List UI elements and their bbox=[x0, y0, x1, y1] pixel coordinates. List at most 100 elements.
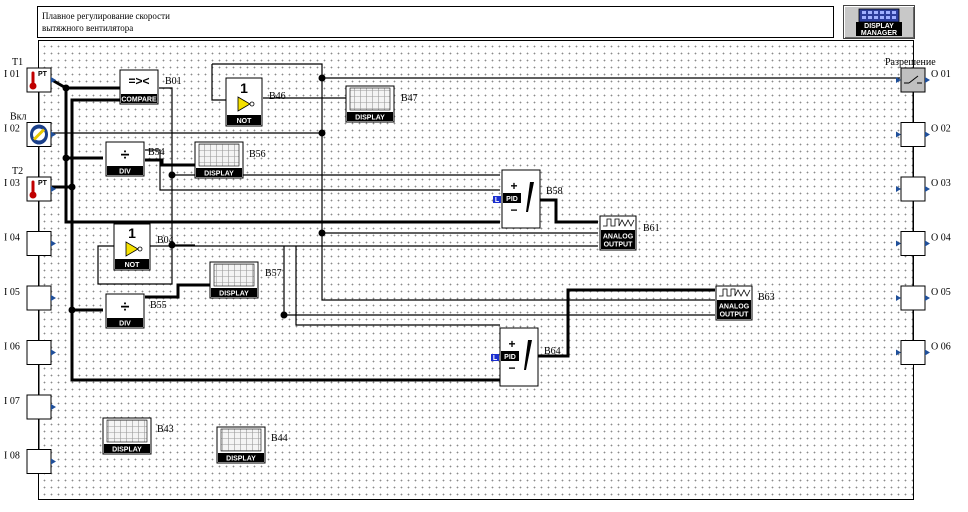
block-b47-label: B47 bbox=[401, 93, 418, 104]
output-terminal-5[interactable]: O 05 bbox=[896, 285, 951, 341]
output-id: O 03 bbox=[931, 178, 951, 189]
wire-b01-b04 bbox=[171, 175, 195, 246]
block-b63-analog-output[interactable]: ANALOG OUTPUT B63 bbox=[715, 285, 775, 321]
connector-arrow-icon bbox=[896, 295, 901, 301]
input-id: I 06 bbox=[4, 342, 20, 353]
wire-i01-b58 bbox=[64, 158, 500, 224]
pid-minus: − bbox=[510, 203, 517, 217]
input-terminal-8[interactable]: I 08 bbox=[4, 449, 56, 474]
connector-arrow-icon bbox=[51, 458, 56, 465]
output-terminal-2[interactable]: O 02 bbox=[896, 122, 951, 178]
block-b43-display[interactable]: DISPLAY B43 bbox=[102, 417, 174, 455]
key-switch-icon bbox=[30, 124, 48, 145]
diagram-title-line-2: вытяжного вентилятора bbox=[42, 23, 134, 33]
input-id: I 07 bbox=[4, 396, 20, 407]
block-b64-tag: L bbox=[493, 355, 498, 362]
output-id: O 05 bbox=[931, 287, 951, 298]
thermometer-icon bbox=[29, 180, 37, 199]
block-b01-text: COMPARE bbox=[121, 97, 157, 104]
block-b46-text: NOT bbox=[237, 118, 253, 125]
block-b04-text: NOT bbox=[125, 262, 141, 269]
block-b57-text: DISPLAY bbox=[219, 291, 249, 298]
connector-arrow-icon bbox=[51, 77, 56, 83]
block-b64-label: B64 bbox=[544, 346, 561, 357]
display-grid-icon bbox=[198, 143, 240, 167]
block-b64-pid[interactable]: + − PID L B64 bbox=[491, 327, 561, 387]
block-b01-compare[interactable]: =>< COMPARE B01 bbox=[119, 69, 182, 105]
block-b54-label: B54 bbox=[148, 147, 165, 158]
block-b58-tag: L bbox=[495, 197, 500, 204]
block-b54-div[interactable]: ÷ DIV B54 bbox=[105, 141, 165, 177]
input-id: I 05 bbox=[4, 287, 20, 298]
pid-plus: + bbox=[510, 179, 517, 193]
connector-arrow-icon bbox=[925, 131, 930, 138]
wire-b01-out bbox=[159, 87, 173, 175]
pt-badge: PT bbox=[38, 71, 48, 78]
block-b46-label: B46 bbox=[269, 91, 286, 102]
input-name: Вкл bbox=[10, 112, 27, 123]
connector-arrow-icon bbox=[51, 295, 56, 301]
compare-symbol: =>< bbox=[128, 74, 149, 88]
block-b57-display[interactable]: DISPLAY B57 bbox=[209, 261, 282, 299]
connector-arrow-icon bbox=[51, 240, 56, 247]
wire-i03-b64 bbox=[70, 310, 500, 382]
block-b55-div[interactable]: ÷ DIV B55 bbox=[105, 293, 167, 329]
block-b58-pid[interactable]: + − PID L B58 bbox=[493, 169, 563, 229]
connector-arrow-icon bbox=[896, 240, 901, 247]
block-b55-label: B55 bbox=[150, 300, 167, 311]
display-manager-icon: DISPLAY MANAGER bbox=[856, 8, 902, 37]
input-id: I 01 bbox=[4, 69, 20, 80]
wire-b54-b58 bbox=[145, 149, 500, 191]
input-terminal-7[interactable]: I 07 bbox=[4, 394, 56, 450]
diagram-title-line-1: Плавное регулирование скорости bbox=[42, 11, 170, 21]
display-manager-button[interactable]: DISPLAY MANAGER bbox=[843, 5, 915, 39]
block-b55-text: DIV bbox=[119, 321, 131, 328]
connector-arrow-icon bbox=[51, 404, 56, 410]
wire-i01-b01 bbox=[51, 78, 120, 90]
block-b44-text: DISPLAY bbox=[226, 456, 256, 463]
input-id: I 02 bbox=[4, 124, 20, 135]
display-grid-icon bbox=[220, 428, 262, 452]
output-terminal-3[interactable]: O 03 bbox=[896, 176, 951, 232]
input-terminal-4[interactable]: I 04 bbox=[4, 231, 56, 287]
diagram-canvas[interactable] bbox=[38, 40, 914, 500]
block-b44-display[interactable]: DISPLAY B44 bbox=[216, 426, 288, 464]
not-symbol: 1 bbox=[240, 80, 248, 96]
output-name: Разрешение bbox=[885, 57, 936, 68]
pt-badge: PT bbox=[38, 180, 48, 187]
connector-arrow-icon bbox=[896, 186, 901, 192]
pid-icon bbox=[526, 182, 534, 212]
connector-arrow-icon bbox=[925, 77, 930, 83]
block-b58-text: PID bbox=[506, 196, 518, 203]
thermometer-icon bbox=[29, 71, 37, 90]
connector-arrow-icon bbox=[896, 77, 901, 83]
connector-arrow-icon bbox=[925, 349, 930, 356]
input-terminal-5[interactable]: I 05 bbox=[4, 285, 56, 341]
pid-plus: + bbox=[508, 337, 515, 351]
pid-icon bbox=[524, 340, 532, 370]
block-b47-display[interactable]: DISPLAY B47 bbox=[345, 85, 418, 123]
connector-arrow-icon bbox=[51, 131, 56, 138]
wire-junctions bbox=[62, 74, 326, 319]
display-grid-icon bbox=[349, 87, 391, 111]
connector-arrow-icon bbox=[896, 349, 901, 356]
block-b43-label: B43 bbox=[157, 424, 174, 435]
input-terminal-6[interactable]: I 06 bbox=[4, 340, 56, 396]
block-b61-analog-output[interactable]: ANALOG OUTPUT B61 bbox=[599, 215, 660, 251]
block-b63-label: B63 bbox=[758, 292, 775, 303]
display-grid-icon bbox=[106, 419, 148, 443]
not-gate-icon bbox=[237, 96, 251, 112]
block-b04-not[interactable]: 1 NOT B04 bbox=[113, 223, 174, 271]
output-terminal-4[interactable]: O 04 bbox=[896, 231, 951, 287]
block-b46-not[interactable]: 1 NOT B46 bbox=[225, 77, 286, 127]
output-terminal-6[interactable]: O 06 bbox=[896, 340, 951, 365]
block-b47-text: DISPLAY bbox=[355, 115, 385, 122]
connector-arrow-icon bbox=[896, 131, 901, 138]
block-b56-display[interactable]: DISPLAY B56 bbox=[194, 141, 266, 179]
